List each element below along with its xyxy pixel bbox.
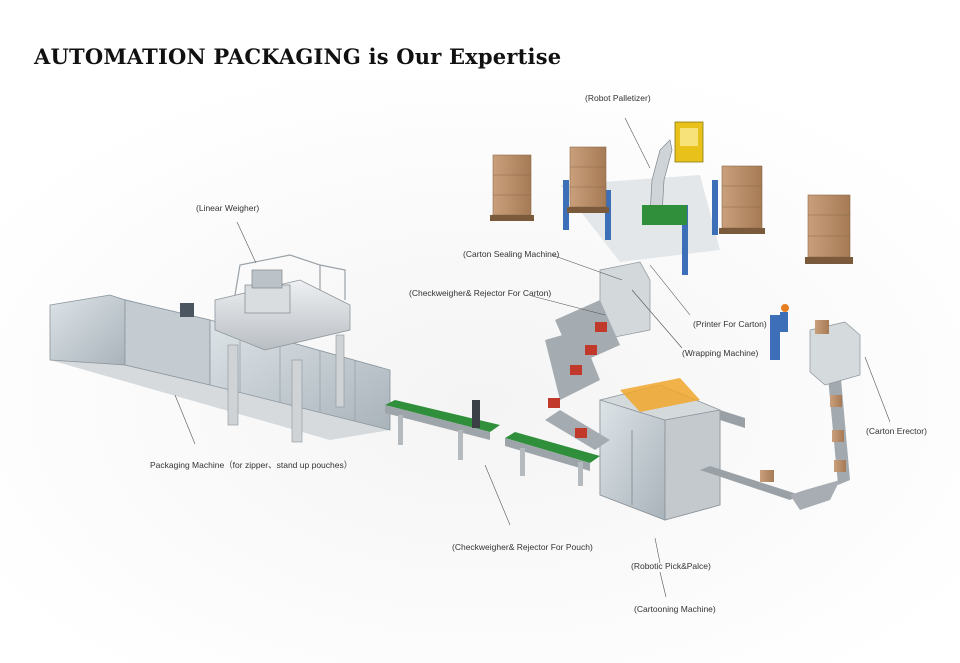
label-cartoning-machine: (Cartooning Machine) bbox=[634, 604, 716, 614]
carton-erector bbox=[770, 304, 861, 386]
label-checkweigher-pouch: (Checkweigher& Rejector For Pouch) bbox=[452, 542, 593, 552]
cartoning-machine bbox=[599, 378, 721, 521]
page-title: AUTOMATION PACKAGING is Our Expertise bbox=[34, 44, 562, 69]
label-carton-erector: (Carton Erector) bbox=[866, 426, 927, 436]
label-printer-carton: (Printer For Carton) bbox=[693, 319, 767, 329]
label-packaging-machine: Packaging Machine（for zipper、stand up po… bbox=[150, 460, 353, 470]
label-linear-weigher: (Linear Weigher) bbox=[196, 203, 260, 213]
label-robotic-pick-place: (Robotic Pick&Palce) bbox=[631, 561, 711, 571]
label-checkweigher-carton: (Checkweigher& Rejector For Carton) bbox=[409, 288, 552, 298]
label-robot-palletizer: (Robot Palletizer) bbox=[585, 93, 651, 103]
label-carton-sealing-machine: (Carton Sealing Machine) bbox=[463, 249, 560, 259]
pallet-stacks bbox=[490, 146, 853, 264]
linear-weigher bbox=[214, 254, 351, 443]
packaging-machine bbox=[49, 294, 391, 440]
label-wrapping-machine: (Wrapping Machine) bbox=[682, 348, 759, 358]
cartons-on-line bbox=[548, 320, 846, 482]
pouch-conveyor bbox=[385, 400, 600, 486]
leader-lines bbox=[174, 117, 891, 598]
